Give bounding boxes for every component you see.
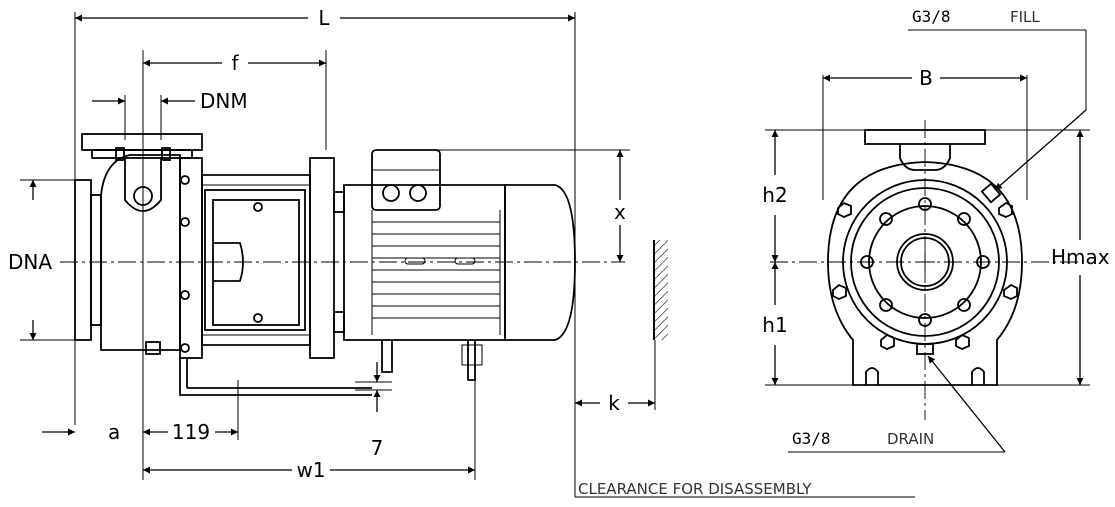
fill-plug bbox=[980, 182, 1002, 204]
cooling-fins bbox=[372, 221, 500, 319]
dim-DNA-label: DNA bbox=[8, 250, 52, 274]
fan-cover bbox=[504, 184, 576, 341]
drain-label: DRAIN bbox=[887, 430, 934, 448]
flange-bolt-holes bbox=[860, 197, 990, 327]
dim-B-label: B bbox=[919, 66, 933, 90]
dim-k-label: k bbox=[608, 391, 620, 415]
base-foot bbox=[179, 358, 372, 396]
front-casing bbox=[827, 161, 1023, 386]
dim-f-label: f bbox=[231, 51, 239, 75]
bracket-flange bbox=[179, 157, 203, 359]
dim-a-label: a bbox=[108, 420, 120, 444]
front-suction-flange bbox=[868, 205, 982, 319]
dim-w1-label: w1 bbox=[296, 458, 325, 482]
terminal-box bbox=[371, 149, 441, 211]
casing-nuts bbox=[832, 201, 1018, 350]
dim-L-label: L bbox=[318, 6, 330, 30]
dim-h1-label: h1 bbox=[762, 313, 787, 337]
front-view: B h2 h1 Hmax G3/8 FILL G3/8 DRAIN bbox=[762, 7, 1110, 453]
side-view: L f DNM DNA x a 119 7 w1 bbox=[8, 6, 915, 498]
suction-flange bbox=[74, 179, 92, 341]
fill-leader bbox=[994, 109, 1087, 191]
drain-plug bbox=[916, 343, 934, 355]
fill-label: FILL bbox=[1010, 8, 1040, 26]
outlet-flange bbox=[81, 133, 203, 151]
dim-119-label: 119 bbox=[172, 420, 210, 444]
dim-h2-label: h2 bbox=[762, 183, 787, 207]
dim-DNM-label: DNM bbox=[200, 89, 248, 113]
pump-casing bbox=[100, 154, 181, 351]
motor-flange bbox=[309, 157, 335, 359]
front-outlet-flange bbox=[864, 129, 986, 145]
clearance-note: CLEARANCE FOR DISASSEMBLY bbox=[578, 480, 812, 498]
dim-7-label: 7 bbox=[371, 436, 384, 460]
drain-size-label: G3/8 bbox=[792, 429, 831, 448]
dim-x-label: x bbox=[614, 200, 626, 224]
fill-size-label: G3/8 bbox=[912, 7, 951, 26]
dim-Hmax-label: Hmax bbox=[1051, 245, 1110, 269]
drain-leader bbox=[927, 355, 1006, 453]
wall-hatch bbox=[654, 240, 668, 340]
